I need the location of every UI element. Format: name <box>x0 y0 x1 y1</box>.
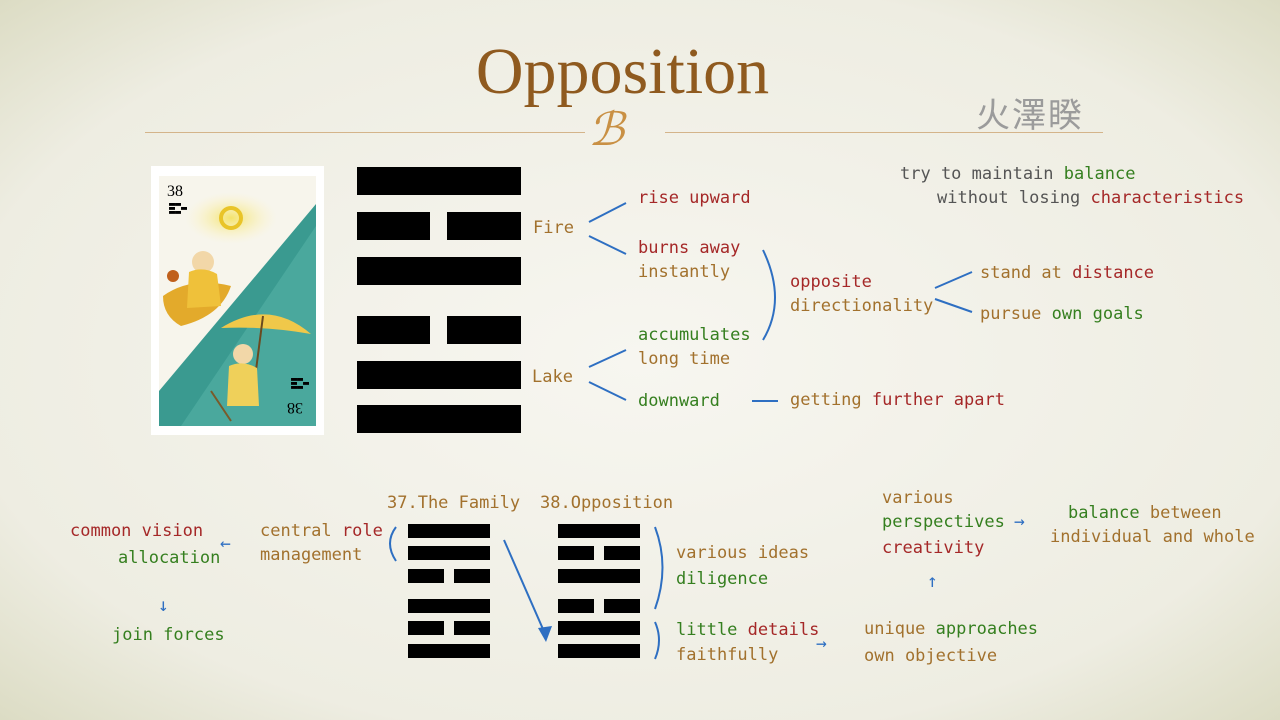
family-line-1 <box>408 524 490 538</box>
card-number-top: 38 <box>167 183 183 200</box>
text-faithfully: faithfully <box>676 645 779 665</box>
text-balance-word: balance <box>1068 503 1140 523</box>
text-try-to-maintain: try to maintain <box>900 164 1054 184</box>
family-line-2 <box>408 546 490 560</box>
opposition-line-2-left <box>558 546 594 560</box>
text-accumulates: accumulates <box>638 325 751 345</box>
label-the-family: 37.The Family <box>387 493 521 513</box>
label-opposition: 38.Opposition <box>540 493 674 513</box>
text-various-ideas: various ideas <box>676 543 810 563</box>
text-little-details: little details <box>676 618 819 642</box>
text-diligence: diligence <box>676 569 769 589</box>
text-central-role: central role <box>260 519 383 543</box>
text-unique-approaches: unique approaches <box>864 617 1038 641</box>
hexagram-line-2-right <box>447 212 521 240</box>
card-trigram-top-icon: ▬▬▬ ▬▬▬ <box>169 199 188 218</box>
text-role: role <box>341 521 383 541</box>
text-pursue-own-goals: pursue own goals <box>980 302 1144 326</box>
title-rule-left <box>145 132 585 133</box>
arrow-right-icon: → <box>816 633 827 654</box>
text-rise-upward: rise upward <box>638 188 751 208</box>
text-management: management <box>260 545 363 565</box>
opposition-line-4-right <box>604 599 640 613</box>
text-without-losing: without losing <box>937 188 1081 208</box>
family-line-4 <box>408 599 490 613</box>
text-balance-between: balance between <box>1068 501 1222 525</box>
text-between: between <box>1149 503 1222 523</box>
text-burns-away: burns away <box>638 238 741 258</box>
text-unique: unique <box>864 619 926 639</box>
text-allocation: allocation <box>118 548 221 568</box>
text-details: details <box>747 620 820 640</box>
text-distance: distance <box>1072 263 1155 283</box>
text-central: central <box>260 521 332 541</box>
opposition-line-6 <box>558 644 640 658</box>
text-characteristics: characteristics <box>1090 188 1245 208</box>
text-instantly: instantly <box>638 262 731 282</box>
hexagram-line-4-left <box>357 316 430 344</box>
text-common-vision: common vision <box>70 521 204 541</box>
text-without-losing-characteristics: without losing characteristics <box>937 186 1244 210</box>
text-getting: getting <box>790 390 862 410</box>
text-downward: downward <box>638 391 720 411</box>
title-rule-right <box>665 132 1103 133</box>
family-line-3-right <box>454 569 490 583</box>
chinese-title: 火澤睽 <box>976 96 1084 136</box>
text-balance: balance <box>1063 164 1136 184</box>
opposition-line-3 <box>558 569 640 583</box>
arrow-down-icon: ↓ <box>158 595 169 616</box>
card-trigram-bottom-icon: ▬▬▬ ▬▬▬ <box>291 374 310 393</box>
text-various: various <box>882 488 954 508</box>
text-directionality: directionality <box>790 296 934 316</box>
text-long-time: long time <box>638 349 731 369</box>
opposition-line-5 <box>558 621 640 635</box>
text-own-goals: own goals <box>1051 304 1144 324</box>
card-illustration <box>159 176 316 426</box>
family-line-5-right <box>454 621 490 635</box>
text-creativity: creativity <box>882 538 985 558</box>
arrow-up-icon: ↑ <box>927 571 938 592</box>
hexagram-line-5 <box>357 361 521 389</box>
text-join-forces: join forces <box>112 625 225 645</box>
opposition-line-1 <box>558 524 640 538</box>
text-own-objective: own objective <box>864 646 998 666</box>
page-title: Opposition <box>475 35 770 108</box>
hexagram-line-6 <box>357 405 521 433</box>
text-getting-further-apart: getting further apart <box>790 388 1005 412</box>
family-line-3-left <box>408 569 444 583</box>
label-lake: Lake <box>532 367 573 387</box>
opposition-line-4-left <box>558 599 594 613</box>
text-try-to-maintain-balance: try to maintain balance <box>900 162 1135 186</box>
arrow-right-icon-2: → <box>1014 511 1025 532</box>
opposition-line-2-right <box>604 546 640 560</box>
text-little: little <box>676 620 738 640</box>
text-individual-and-whole: individual and whole <box>1050 527 1255 547</box>
arrow-left-icon: ← <box>220 533 231 554</box>
text-perspectives: perspectives <box>882 512 1005 532</box>
hexagram-line-3 <box>357 257 521 285</box>
text-stand-at-distance: stand at distance <box>980 261 1154 285</box>
family-line-6 <box>408 644 490 658</box>
text-opposite: opposite <box>790 272 872 292</box>
text-further-apart: further apart <box>871 390 1005 410</box>
text-approaches: approaches <box>935 619 1039 639</box>
text-pursue: pursue <box>980 304 1042 324</box>
flourish-ornament-icon: ℬ <box>588 104 625 155</box>
text-stand-at: stand at <box>980 263 1062 283</box>
label-fire: Fire <box>533 218 574 238</box>
family-line-5-left <box>408 621 444 635</box>
hexagram-line-2-left <box>357 212 430 240</box>
hexagram-card: 38 ▬▬▬ ▬▬▬ ▬▬▬ ▬▬▬ 38 <box>151 166 324 435</box>
hexagram-line-4-right <box>447 316 521 344</box>
hexagram-line-1 <box>357 167 521 195</box>
